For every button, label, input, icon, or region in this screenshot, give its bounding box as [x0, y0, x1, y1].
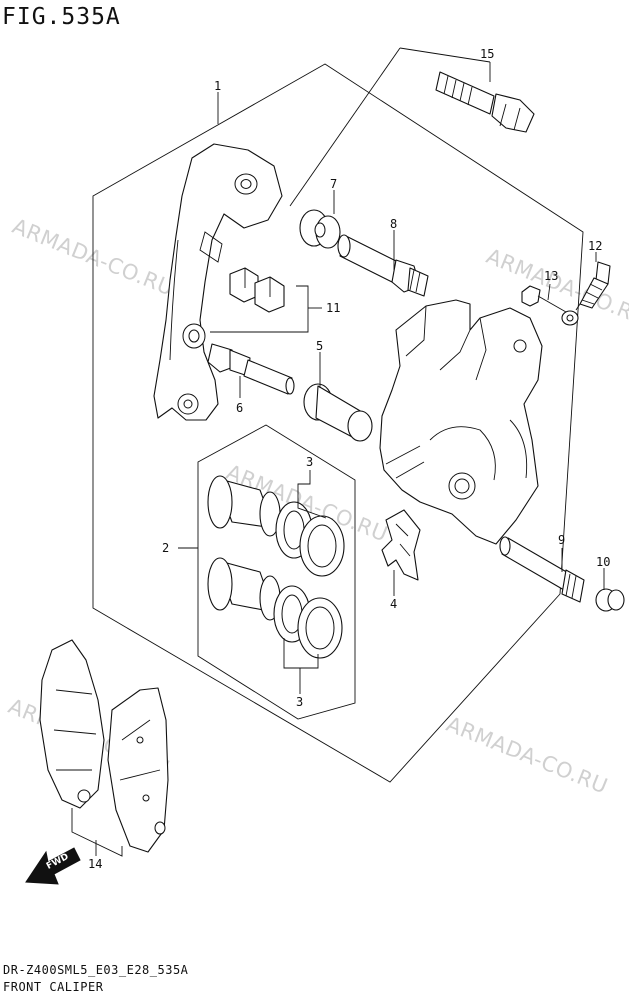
figure-code: DR-Z400SML5_E03_E28_535A	[3, 963, 189, 977]
figure-title: FIG.535A	[2, 4, 121, 30]
caliper-body	[379, 299, 543, 545]
callout-12: 12	[588, 239, 602, 253]
leader-lines	[71, 47, 605, 857]
piston-frame	[197, 424, 356, 720]
boot-7	[299, 209, 341, 249]
callout-14: 14	[88, 857, 102, 871]
callout-8: 8	[390, 217, 397, 231]
callout-6: 6	[236, 401, 243, 415]
callout-3b: 3	[296, 695, 303, 709]
bleeder-cap-13	[521, 285, 579, 326]
callout-10: 10	[596, 555, 610, 569]
caliper-bracket	[153, 143, 283, 421]
callout-13: 13	[544, 269, 558, 283]
callout-15: 15	[480, 47, 494, 61]
figure-name: FRONT CALIPER	[3, 980, 104, 994]
callout-1: 1	[214, 79, 221, 93]
bleeder-valve-12	[575, 261, 611, 311]
bolt-15	[435, 71, 535, 133]
callout-9: 9	[558, 533, 565, 547]
slide-pin-8	[337, 234, 429, 297]
callout-11: 11	[326, 301, 340, 315]
pad-spring-clips	[229, 267, 285, 313]
pad-spring-4	[381, 509, 421, 581]
slide-pin-9	[499, 536, 585, 603]
callout-4: 4	[390, 597, 397, 611]
brake-pads	[39, 639, 169, 853]
boot-10	[595, 588, 625, 612]
fwd-arrow: FWD	[25, 847, 81, 885]
callout-3a: 3	[306, 455, 313, 469]
slide-pin-6	[207, 343, 295, 395]
piston-seals	[273, 501, 345, 659]
callout-2: 2	[162, 541, 169, 555]
callout-5: 5	[316, 339, 323, 353]
boot-5	[303, 383, 373, 442]
pistons	[207, 475, 281, 621]
callout-7: 7	[330, 177, 337, 191]
assembly-frame	[92, 63, 584, 783]
